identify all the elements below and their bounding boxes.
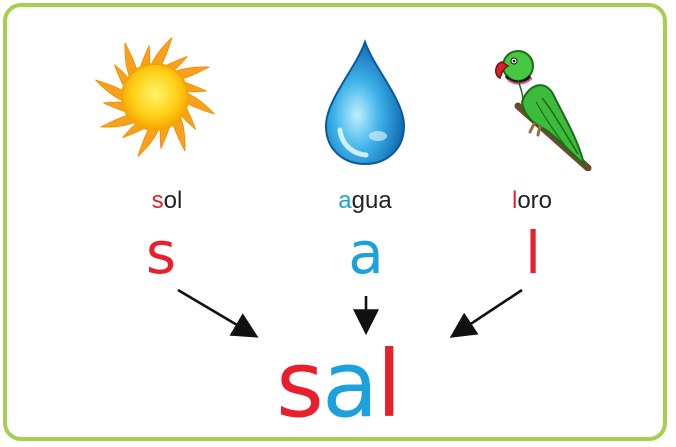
word-initial-letter: l	[511, 187, 518, 214]
result-word-sal: sal	[238, 335, 438, 435]
word-sol: sol	[97, 186, 237, 216]
letter-s: s	[145, 219, 177, 287]
parrot-image	[495, 50, 592, 171]
word-agua: agua	[295, 186, 435, 216]
word-rest: oro	[517, 187, 553, 214]
letter-l: l	[524, 219, 542, 287]
water-drop-image	[324, 38, 406, 166]
word-rest: ol	[163, 187, 183, 214]
result-letter-a: a	[321, 331, 378, 438]
word-rest: gua	[351, 187, 392, 214]
sun-image	[95, 37, 215, 157]
result-letter-l: l	[376, 331, 402, 438]
card-frame	[3, 3, 667, 441]
word-initial-letter: s	[151, 187, 164, 214]
arrow-from-s	[177, 288, 259, 338]
arrow-from-l	[449, 288, 523, 338]
result-letter-s: s	[276, 331, 324, 438]
letter-a: a	[348, 219, 384, 287]
word-loro: loro	[462, 186, 602, 216]
word-initial-letter: a	[338, 187, 352, 214]
